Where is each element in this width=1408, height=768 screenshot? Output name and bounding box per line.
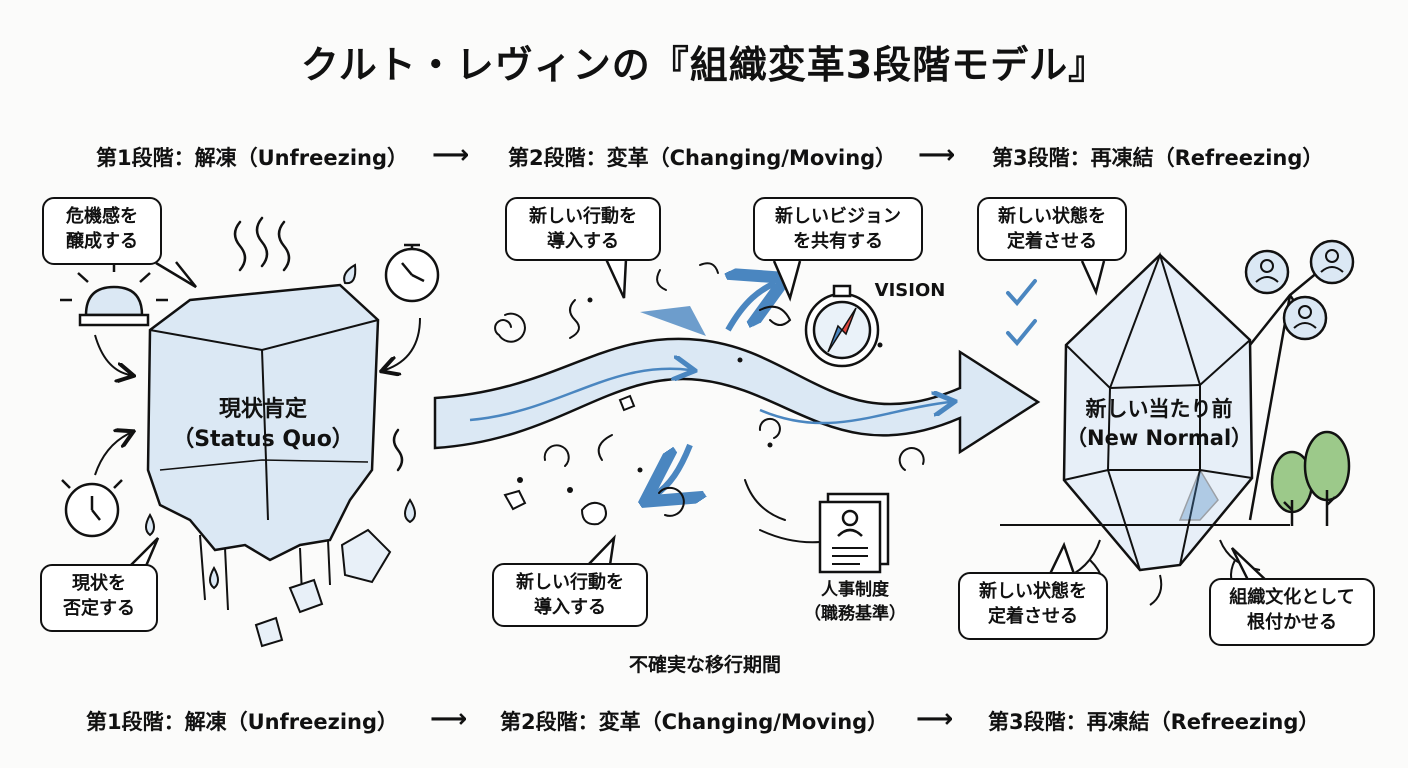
page-title: クルト・レヴィンの『組織変革3段階モデル』 [300, 43, 1108, 87]
bubble-introduce-new-behavior-bottom: 新しい行動を 導入する [492, 563, 648, 627]
turbulence-swirls [494, 262, 925, 544]
stage-header-bottom: 第1段階：解凍（Unfreezing） ⟶ 第2段階：変革（Changing/M… [0, 700, 1408, 740]
stage-3-label: 第3段階：再凍結（Refreezing） [988, 710, 1320, 734]
crystal [1062, 251, 1254, 572]
bubble-introduce-new-behavior-top: 新しい行動を 導入する [505, 197, 661, 261]
upward-blue-arrow [728, 283, 775, 332]
bubble-embed-as-culture: 組織文化として 根付かせる [1209, 578, 1375, 646]
stage-header-top: 第1段階：解凍（Unfreezing） ⟶ 第2段階：変革（Changing/M… [0, 136, 1408, 176]
alarm-light-icon [60, 260, 168, 327]
stage-3-label: 第3段階：再凍結（Refreezing） [992, 146, 1324, 170]
bubble-share-vision: 新しいビジョン を共有する [753, 197, 923, 261]
stage-2-label: 第2段階：変革（Changing/Moving） [500, 710, 889, 734]
status-quo-label: 現状肯定 （Status Quo） [172, 397, 354, 452]
people-network-icon [1244, 239, 1355, 521]
change-flow-arrow [433, 337, 1041, 455]
hr-document-icon [818, 492, 890, 574]
arrow-right-icon: ⟶ [432, 140, 470, 170]
water-drops [145, 263, 416, 590]
arrow-right-icon: ⟶ [916, 704, 954, 734]
bubble-deny-status-quo: 現状を 否定する [40, 564, 158, 632]
stopwatch-icon [384, 243, 440, 303]
alarm-clock-icon [61, 479, 123, 538]
hr-system-label: 人事制度 （職務基準） [804, 580, 906, 624]
arrow-right-icon: ⟶ [430, 704, 468, 734]
melting-ice-cube [146, 283, 380, 611]
stage-1-label: 第1段階：解凍（Unfreezing） [96, 146, 408, 170]
bubble-establish-new-state-top: 新しい状態を 定着させる [977, 197, 1127, 261]
bubble-establish-new-state-bottom: 新しい状態を 定着させる [958, 572, 1108, 640]
rock-fragments [503, 394, 636, 526]
bubble-tails [129, 258, 1271, 585]
ice-fragments [254, 528, 392, 648]
vision-label: VISION [874, 280, 946, 301]
arrow-right-icon: ⟶ [918, 140, 956, 170]
bubble-create-urgency: 危機感を 醸成する [42, 197, 162, 265]
stage-2-label: 第2段階：変革（Changing/Moving） [508, 146, 897, 170]
heat-wave-icon [233, 216, 404, 472]
debris-shard [640, 306, 706, 336]
transition-period-label: 不確実な移行期間 [628, 654, 781, 676]
stage-1-label: 第1段階：解凍（Unfreezing） [86, 710, 398, 734]
checkmark-icon [1006, 279, 1037, 347]
tree-icon [1270, 430, 1351, 526]
new-normal-label: 新しい当たり前 （New Normal） [1066, 397, 1253, 450]
compass-icon [804, 284, 880, 368]
